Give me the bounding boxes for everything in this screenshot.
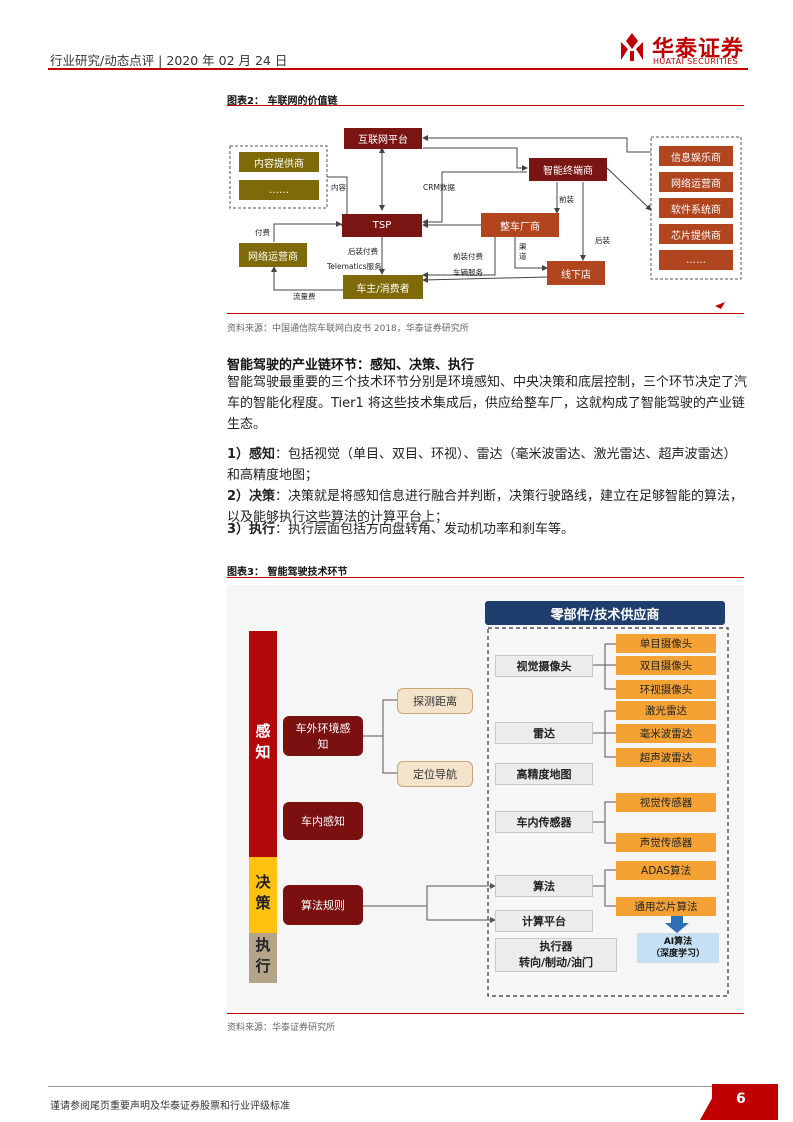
node-oem: 整车厂商 [481,213,559,237]
edge-label-crm: CRM数据 [423,183,455,192]
edge-label-after-install: 后装 [595,236,610,245]
box-ultrasonic-radar: 超声波雷达 [616,748,716,767]
item-3-text: ：执行层面包括方向盘转角、发动机功率和刹车等。 [275,522,575,537]
figure3-connectors [363,627,729,997]
box-algorithm-rules: 算法规则 [283,885,363,925]
right-list-item: 芯片提供商 [659,224,733,244]
section-item-3: 3）执行：执行层面包括方向盘转角、发动机功率和刹车等。 [227,519,747,540]
box-adas-algorithm: ADAS算法 [616,861,716,880]
box-in-car-perception: 车内感知 [283,802,363,840]
footer-divider [48,1086,738,1087]
figure2-diagram: 互联网平台 内容提供商 …… 智能终端商 TSP 整车厂商 网络运营商 车主/消… [227,110,744,310]
actuator-line-2: 转向/制动/油门 [518,956,594,969]
section-item-1: 1）感知：包括视觉（单目、双目、环视）、雷达（毫米波雷达、激光雷达、超声波雷达）… [227,444,747,486]
band-execution: 执行 [249,933,277,983]
node-internet-platform: 互联网平台 [344,128,422,149]
box-actuator: 执行器 转向/制动/油门 [495,938,617,972]
figure2-top-rule [227,105,744,106]
item-3-label: 3）执行 [227,522,276,537]
section-item-2: 2）决策：决策就是将感知信息进行融合并判断，决策行驶路线，建立在足够智能的算法，… [227,486,747,528]
box-audio-sensor: 声觉传感器 [616,833,716,852]
right-list-item: …… [659,250,733,270]
box-radar: 雷达 [495,722,593,744]
footer-page-tab [712,1084,778,1120]
edge-label-telematics: Telematics服务 [327,262,382,271]
right-list-item: 网络运营商 [659,172,733,192]
figure2-title: 图表2： 车联网的价值链 [227,96,338,107]
box-mono-camera: 单目摄像头 [616,634,716,653]
box-positioning-nav: 定位导航 [397,761,473,787]
band-decision: 决策 [249,857,277,933]
item-2-text: ：决策就是将感知信息进行融合并判断，决策行驶路线，建立在足够智能的算法，以及能够… [227,489,744,525]
figure3-source: 资料来源：华泰证券研究所 [227,1023,336,1033]
item-1-label: 1）感知 [227,447,276,462]
edge-label-pre-install: 前装 [559,195,574,204]
edge-label-after-pay: 后装付费 [348,247,378,256]
box-env-perception: 车外环境感知 [283,716,363,756]
box-algorithm: 算法 [495,875,593,897]
figure2-source: 资料来源：中国通信院车联网白皮书 2018，华泰证券研究所 [227,324,469,334]
node-content-provider: 内容提供商 [239,152,319,172]
node-tsp: TSP [342,214,422,237]
figure2-bottom-rule [227,313,744,314]
box-ai-algorithm: AI算法 （深度学习） [637,933,719,963]
figure3-bottom-rule [227,1013,744,1014]
item-1-text: ：包括视觉（单目、双目、环视）、雷达（毫米波雷达、激光雷达、超声波雷达）和高精度… [227,447,737,483]
box-hd-map: 高精度地图 [495,763,593,785]
ai-line-2: （深度学习） [650,949,705,959]
right-list-item: 软件系统商 [659,198,733,218]
node-dealer: 线下店 [547,261,605,285]
page-number: 6 [736,1091,746,1107]
box-vision-camera: 视觉摄像头 [495,655,593,677]
node-owner: 车主/消费者 [343,275,423,299]
section-intro: 智能驾驶最重要的三个技术环节分别是环境感知、中央决策和底层控制，三个环节决定了汽… [227,375,748,432]
box-surround-camera: 环视摄像头 [616,680,716,699]
box-in-car-sensor: 车内传感器 [495,811,593,833]
figure3-title: 图表3： 智能驾驶技术环节 [227,567,348,578]
logo-name-cn: 华泰证券 [652,37,745,62]
box-distance-detection: 探测距离 [397,688,473,714]
box-lidar: 激光雷达 [616,701,716,720]
band-perception: 感知 [249,631,277,857]
edge-label-traffic-fee: 流量费 [293,292,316,301]
node-content-ellipsis: …… [239,180,319,200]
box-chip-algorithm: 通用芯片算法 [616,897,716,916]
logo-name-en: HUATAI SECURITIES [653,57,739,66]
box-visual-sensor: 视觉传感器 [616,793,716,812]
section-title: 智能驾驶的产业链环节：感知、决策、执行 [227,358,475,373]
edge-label-pay: 付费 [255,228,270,237]
item-2-label: 2）决策 [227,489,276,504]
box-compute-platform: 计算平台 [495,910,593,932]
edge-label-content: 内容 [331,183,346,192]
header-divider [48,68,748,70]
figure3-diagram: 感知 决策 执行 零部件/技术供应商 车外环境感知 车内感知 算法规则 探测距离… [227,585,744,1010]
box-stereo-camera: 双目摄像头 [616,656,716,675]
figure3-top-rule [227,577,744,578]
header-breadcrumb: 行业研究/动态点评 | 2020 年 02 月 24 日 [50,53,288,68]
supplier-header: 零部件/技术供应商 [485,601,725,625]
edge-label-channel: 渠道 [519,242,527,261]
figure2-connectors [229,135,742,309]
actuator-line-1: 执行器 [539,940,573,953]
node-smart-terminal: 智能终端商 [529,158,607,181]
huatai-logo-icon [621,33,643,61]
right-list-item: 信息娱乐商 [659,146,733,166]
box-mmwave-radar: 毫米波雷达 [616,724,716,743]
footer-disclaimer: 谨请参阅尾页重要声明及华泰证券股票和行业评级标准 [50,1101,290,1112]
edge-label-pre-pay: 前装付费 [453,252,483,261]
node-network-operator: 网络运营商 [239,243,307,267]
ai-line-1: AI算法 [663,937,693,947]
edge-label-vehicle-service: 车辆服务 [453,268,483,277]
